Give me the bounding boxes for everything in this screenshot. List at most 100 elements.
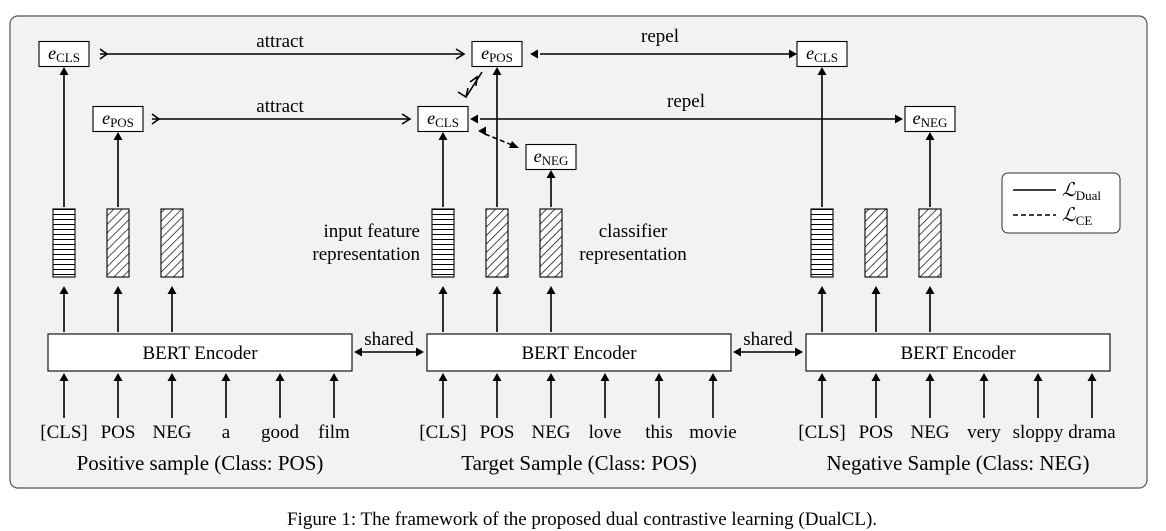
negative-token-1: POS (859, 422, 894, 443)
repel-mid-label: repel (667, 91, 705, 112)
negative-token-arrowhead-5 (1087, 373, 1097, 381)
negative-rep-arrowhead-1 (871, 286, 881, 294)
positive-pos-up-head (113, 132, 123, 140)
positive-token-arrowhead-2 (167, 373, 177, 381)
shared-right-label: shared (743, 329, 793, 350)
target-pos-rep-bar (485, 208, 509, 278)
positive-encoder-label: BERT Encoder (142, 343, 258, 364)
shared-right-arrow-left-head (733, 347, 741, 357)
negative-e-neg-box: eNEG (904, 105, 956, 133)
negative-neg-rep-bar (918, 208, 942, 278)
target-token-0: [CLS] (419, 422, 467, 443)
attract-mid-tail (151, 113, 161, 125)
legend: ℒDual ℒCE (1001, 172, 1121, 234)
target-cls-rep-bar (431, 208, 455, 278)
positive-token-arrowhead-0 (59, 373, 69, 381)
positive-pos-rep-bar (106, 208, 130, 278)
negative-e-cls-box: eCLS (796, 40, 848, 68)
ce-dashed-right-head (509, 141, 519, 148)
legend-dual-label: ℒDual (1062, 180, 1101, 203)
negative-neg-up-head (925, 132, 935, 140)
negative-bert-encoder: BERT Encoder (805, 333, 1111, 372)
target-cls-up-head (438, 132, 448, 140)
positive-token-1: POS (101, 422, 136, 443)
input-feature-label-line1: input feature (323, 221, 420, 242)
positive-token-5: film (318, 422, 350, 443)
shared-left-arrow-right-head (416, 347, 424, 357)
positive-token-arrowhead-4 (275, 373, 285, 381)
target-sample-label: Target Sample (Class: POS) (461, 451, 697, 475)
negative-e-cls-box-text: eCLS (806, 43, 838, 65)
target-token-arrowhead-5 (708, 373, 718, 381)
negative-cls-up-head (817, 67, 827, 75)
target-e-neg-box: eNEG (525, 143, 577, 171)
target-rep-arrowhead-2 (546, 286, 556, 294)
negative-token-0: [CLS] (798, 422, 846, 443)
negative-token-arrowhead-3 (979, 373, 989, 381)
positive-token-3: a (222, 422, 231, 443)
attract-diag-line (465, 71, 483, 98)
positive-token-0: [CLS] (40, 422, 88, 443)
repel-mid-left-head (470, 114, 478, 124)
attract-top-head (455, 48, 466, 60)
positive-rep-arrowhead-2 (167, 286, 177, 294)
negative-token-arrowhead-1 (871, 373, 881, 381)
positive-token-arrowhead-5 (329, 373, 339, 381)
negative-pos-rep-bar (864, 208, 888, 278)
positive-token-2: NEG (152, 422, 191, 443)
attract-diag-fork-top (469, 75, 478, 87)
target-token-arrowhead-3 (600, 373, 610, 381)
negative-rep-arrowhead-2 (925, 286, 935, 294)
negative-sample-label: Negative Sample (Class: NEG) (826, 451, 1089, 475)
target-e-pos-box-text: ePOS (481, 43, 513, 65)
ce-dashed-line (484, 133, 513, 146)
repel-top-right-head (789, 49, 797, 59)
positive-cls-up-head (59, 67, 69, 75)
target-pos-up-head (492, 67, 502, 75)
target-rep-arrowhead-0 (438, 286, 448, 294)
negative-token-2: NEG (910, 422, 949, 443)
attract-mid-head (401, 113, 412, 125)
negative-token-arrowhead-2 (925, 373, 935, 381)
negative-cls-rep-bar (810, 208, 834, 278)
classifier-label-line1: classifier (599, 221, 668, 242)
positive-e-cls-box-text: eCLS (48, 43, 80, 65)
repel-mid-right-head (895, 114, 903, 124)
negative-e-neg-box-text: eNEG (913, 108, 948, 130)
target-token-arrowhead-0 (438, 373, 448, 381)
target-e-pos-box: ePOS (471, 40, 523, 68)
positive-cls-rep-bar (52, 208, 76, 278)
positive-sample-label: Positive sample (Class: POS) (77, 451, 324, 475)
negative-token-arrowhead-4 (1033, 373, 1043, 381)
target-token-4: this (645, 422, 672, 443)
negative-token-arrowhead-0 (817, 373, 827, 381)
attract-top-tail (99, 48, 109, 60)
attract-mid-label: attract (256, 96, 304, 117)
positive-rep-arrowhead-1 (113, 286, 123, 294)
negative-token-3: very (967, 422, 1001, 443)
shared-left-label: shared (364, 329, 414, 350)
target-token-arrowhead-2 (546, 373, 556, 381)
target-token-3: love (589, 422, 622, 443)
positive-token-4: good (261, 422, 300, 443)
target-token-2: NEG (531, 422, 570, 443)
target-e-neg-box-text: eNEG (534, 146, 569, 168)
target-neg-rep-bar (539, 208, 563, 278)
target-token-arrowhead-4 (654, 373, 664, 381)
negative-encoder-label: BERT Encoder (900, 343, 1016, 364)
positive-e-cls-box: eCLS (38, 40, 90, 68)
target-e-cls-box-text: eCLS (427, 108, 459, 130)
positive-bert-encoder: BERT Encoder (47, 333, 353, 372)
repel-top-label: repel (641, 26, 679, 47)
figure-caption: Figure 1: The framework of the proposed … (287, 509, 877, 530)
input-feature-label-line2: representation (312, 244, 420, 265)
negative-token-5: drama (1068, 422, 1116, 443)
target-rep-arrowhead-1 (492, 286, 502, 294)
target-encoder-label: BERT Encoder (521, 343, 637, 364)
target-token-5: movie (689, 422, 737, 443)
negative-token-4: sloppy (1013, 422, 1064, 443)
ce-dashed-left-head (478, 126, 486, 136)
classifier-label-line2: representation (579, 244, 687, 265)
target-bert-encoder: BERT Encoder (426, 333, 732, 372)
